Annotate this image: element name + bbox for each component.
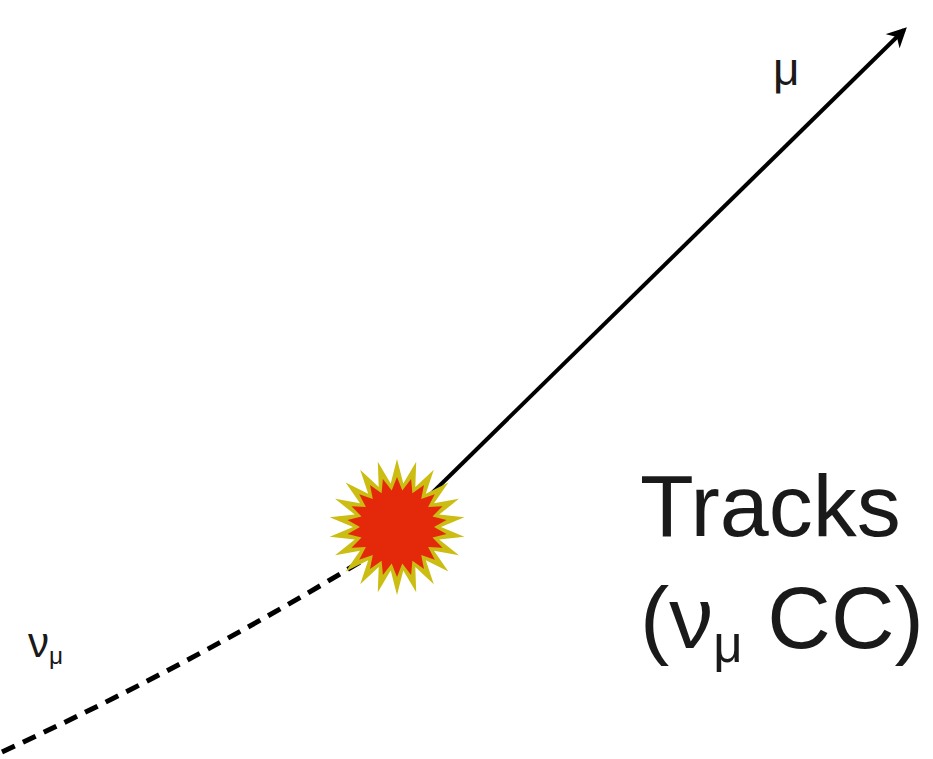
- interaction-star: [330, 459, 465, 595]
- interaction-core: [348, 477, 447, 577]
- label-text: CC): [767, 568, 923, 667]
- muon-track: [425, 30, 904, 500]
- particle-label: μ: [773, 46, 800, 92]
- label-text: Tracks: [640, 456, 901, 555]
- event-class-label: (νμCC): [640, 574, 924, 670]
- subscript-text: μ: [713, 616, 742, 673]
- neutrino-path: [2, 562, 360, 752]
- subscript-text: μ: [49, 642, 63, 669]
- label-text: ν: [28, 619, 49, 666]
- event-class-label: Tracks: [640, 462, 901, 550]
- label-text: μ: [773, 43, 800, 95]
- label-text: (ν: [640, 568, 713, 667]
- particle-label: νμ: [28, 622, 63, 668]
